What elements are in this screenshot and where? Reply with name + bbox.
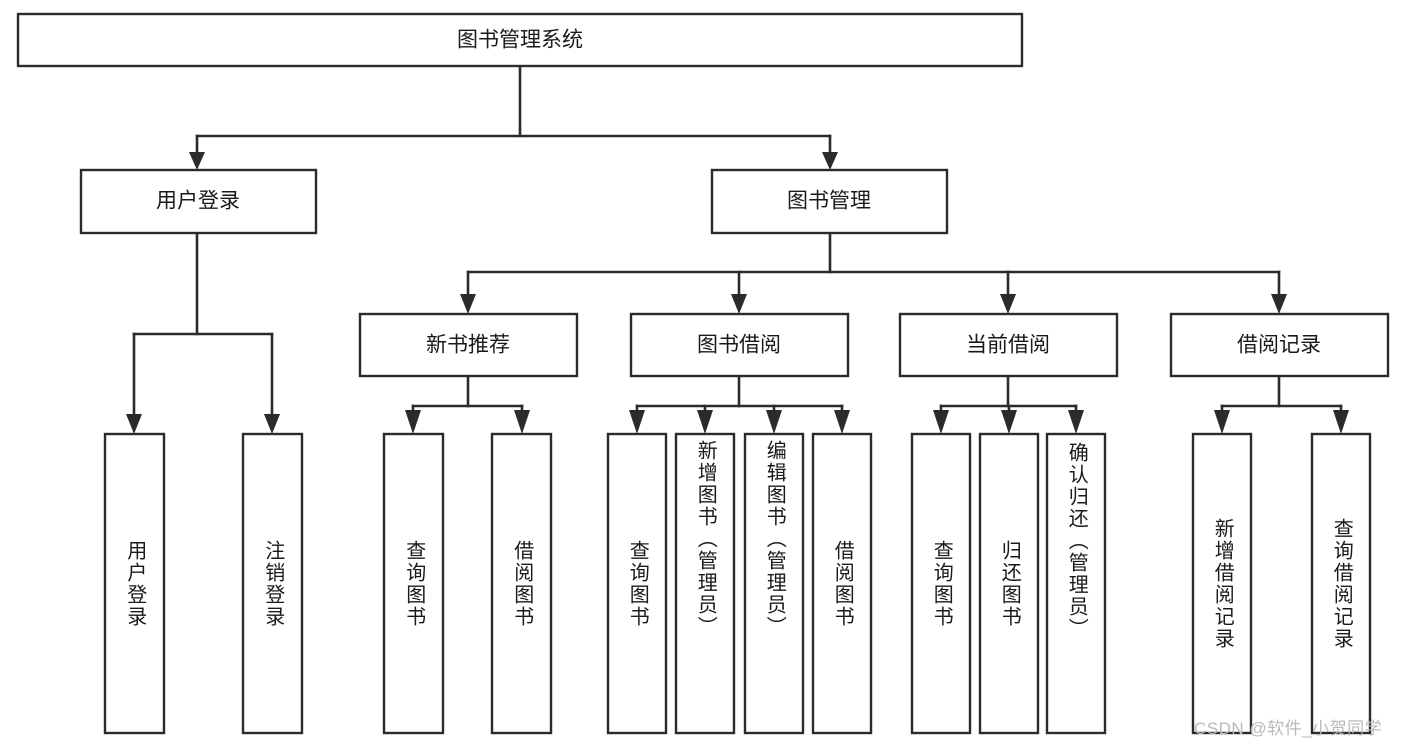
leaf-box-user-login-1[interactable]: [103, 432, 166, 735]
edges-group: [126, 65, 1349, 434]
node-new-book-label: 新书推荐: [426, 334, 510, 357]
arrowhead-newbook-leaf-2: [514, 410, 530, 434]
node-book-borrow-box[interactable]: [629, 312, 850, 378]
leaf-box-book-borrow-2[interactable]: [674, 432, 736, 735]
arrowhead-user-leaf-2: [264, 414, 280, 434]
node-user-login-box[interactable]: [79, 168, 318, 235]
node-new-book-box[interactable]: [358, 312, 579, 378]
arrowhead-new-book: [460, 294, 476, 314]
leaf-box-current-borrow-2[interactable]: [978, 432, 1040, 735]
node-current-borrow-box[interactable]: [898, 312, 1119, 378]
arrowhead-borrow-leaf-1: [629, 410, 645, 434]
node-borrow-record-box[interactable]: [1169, 312, 1390, 378]
node-root-box[interactable]: [16, 12, 1024, 68]
leaf-box-current-borrow-3[interactable]: [1045, 432, 1107, 735]
arrowhead-borrow-leaf-2: [697, 410, 713, 434]
csdn-watermark: CSDN @软件_小贺同学: [1194, 719, 1383, 738]
node-user-login-label: 用户登录: [156, 190, 240, 213]
nodes-group: 图书管理系统 用户登录 图书管理 新书推荐 图书借阅 当前借阅 借阅记录: [16, 12, 1390, 735]
leaf-box-book-borrow-3[interactable]: [743, 432, 805, 735]
arrowhead-borrow-record: [1271, 294, 1287, 314]
arrowhead-record-leaf-2: [1333, 410, 1349, 434]
node-book-manage-label: 图书管理: [787, 190, 871, 213]
arrowhead-book-manage: [822, 152, 838, 170]
leaf-box-borrow-record-2[interactable]: [1310, 432, 1372, 735]
arrowhead-book-borrow: [731, 294, 747, 314]
leaf-box-book-borrow-4[interactable]: [811, 432, 873, 735]
arrowhead-current-leaf-2: [1001, 410, 1017, 434]
leaf-box-borrow-record-1[interactable]: [1191, 432, 1253, 735]
node-book-borrow-label: 图书借阅: [697, 334, 781, 357]
arrowhead-user-login: [189, 152, 205, 170]
arrowhead-current-borrow: [1000, 294, 1016, 314]
leaf-box-user-login-2[interactable]: [241, 432, 304, 735]
arrowhead-current-leaf-3: [1068, 410, 1084, 434]
arrowhead-record-leaf-1: [1214, 410, 1230, 434]
arrowhead-borrow-leaf-3: [766, 410, 782, 434]
node-book-manage-box[interactable]: [710, 168, 949, 235]
arrowhead-current-leaf-1: [933, 410, 949, 434]
leaf-box-book-borrow-1[interactable]: [606, 432, 668, 735]
leaf-box-new-book-1[interactable]: [382, 432, 445, 735]
arrowhead-user-leaf-1: [126, 414, 142, 434]
node-borrow-record-label: 借阅记录: [1237, 334, 1321, 357]
arrowhead-borrow-leaf-4: [834, 410, 850, 434]
node-root-label: 图书管理系统: [457, 29, 583, 52]
leaf-box-new-book-2[interactable]: [490, 432, 553, 735]
leaf-box-current-borrow-1[interactable]: [910, 432, 972, 735]
node-current-borrow-label: 当前借阅: [966, 334, 1050, 357]
arrowhead-newbook-leaf-1: [405, 410, 421, 434]
